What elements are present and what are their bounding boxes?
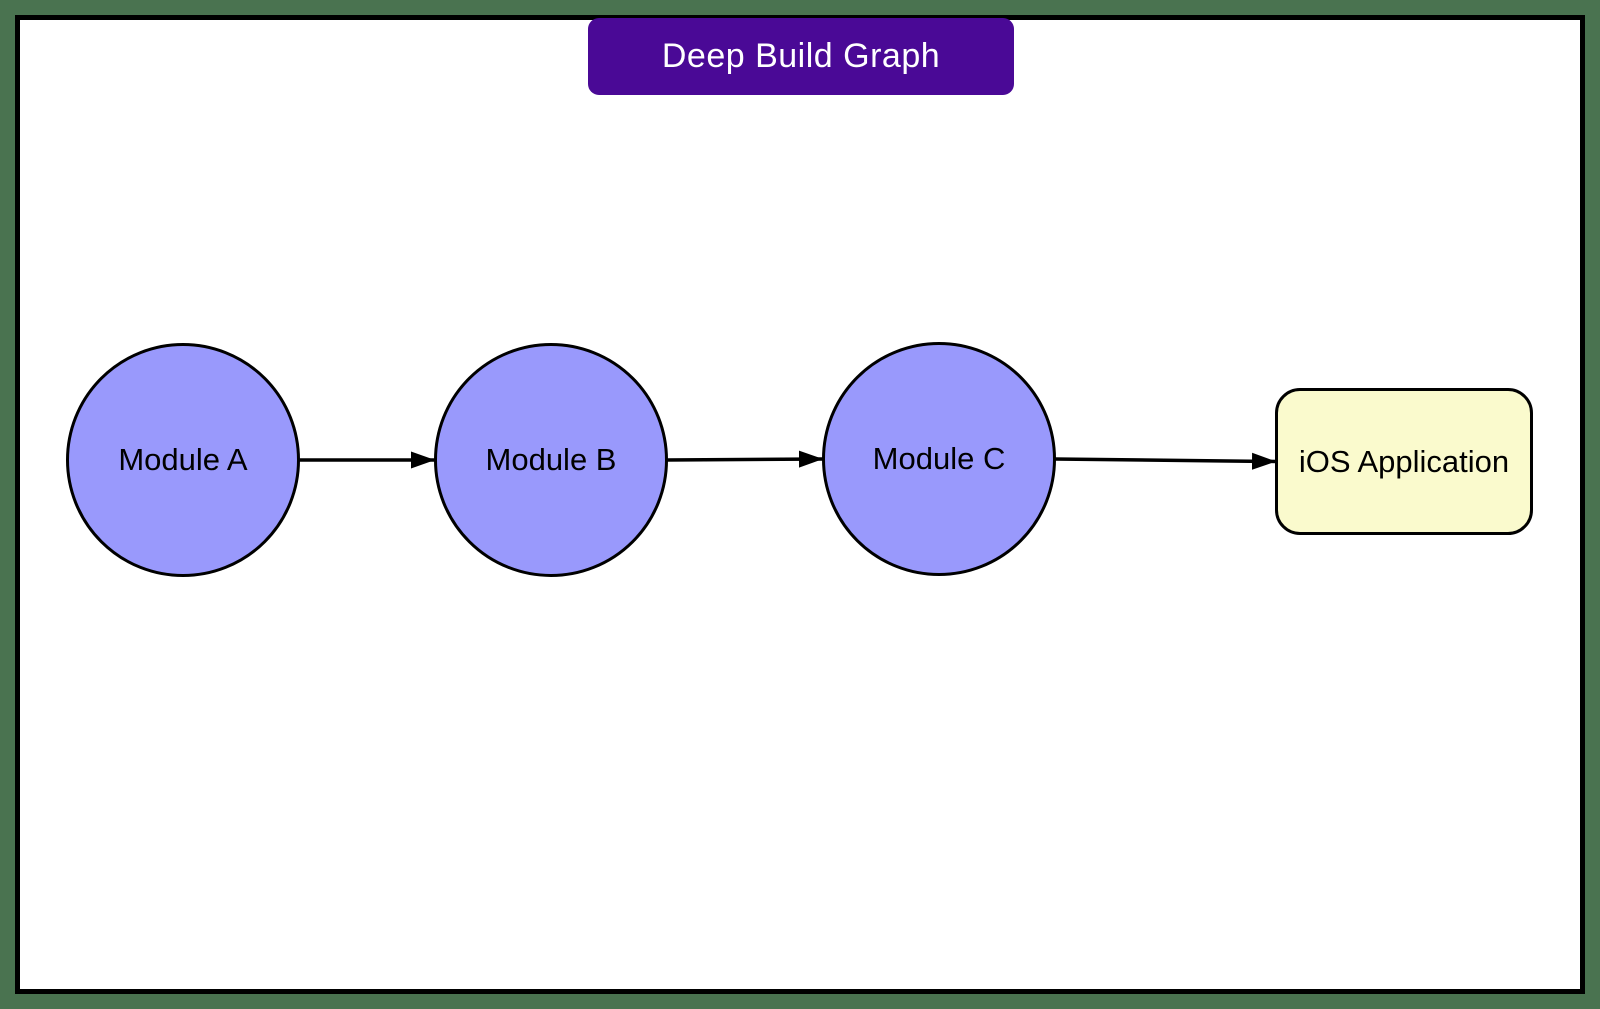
node-module-a: Module A	[66, 343, 300, 577]
node-module-b: Module B	[434, 343, 668, 577]
diagram-title: Deep Build Graph	[588, 18, 1014, 95]
node-module-a-label: Module A	[118, 442, 248, 477]
node-module-c: Module C	[822, 342, 1056, 576]
node-module-b-label: Module B	[485, 442, 617, 477]
diagram-title-label: Deep Build Graph	[661, 37, 941, 75]
node-ios-application: iOS Application	[1275, 388, 1533, 535]
node-module-c-label: Module C	[872, 441, 1006, 476]
node-ios-application-label: iOS Application	[1298, 443, 1510, 479]
